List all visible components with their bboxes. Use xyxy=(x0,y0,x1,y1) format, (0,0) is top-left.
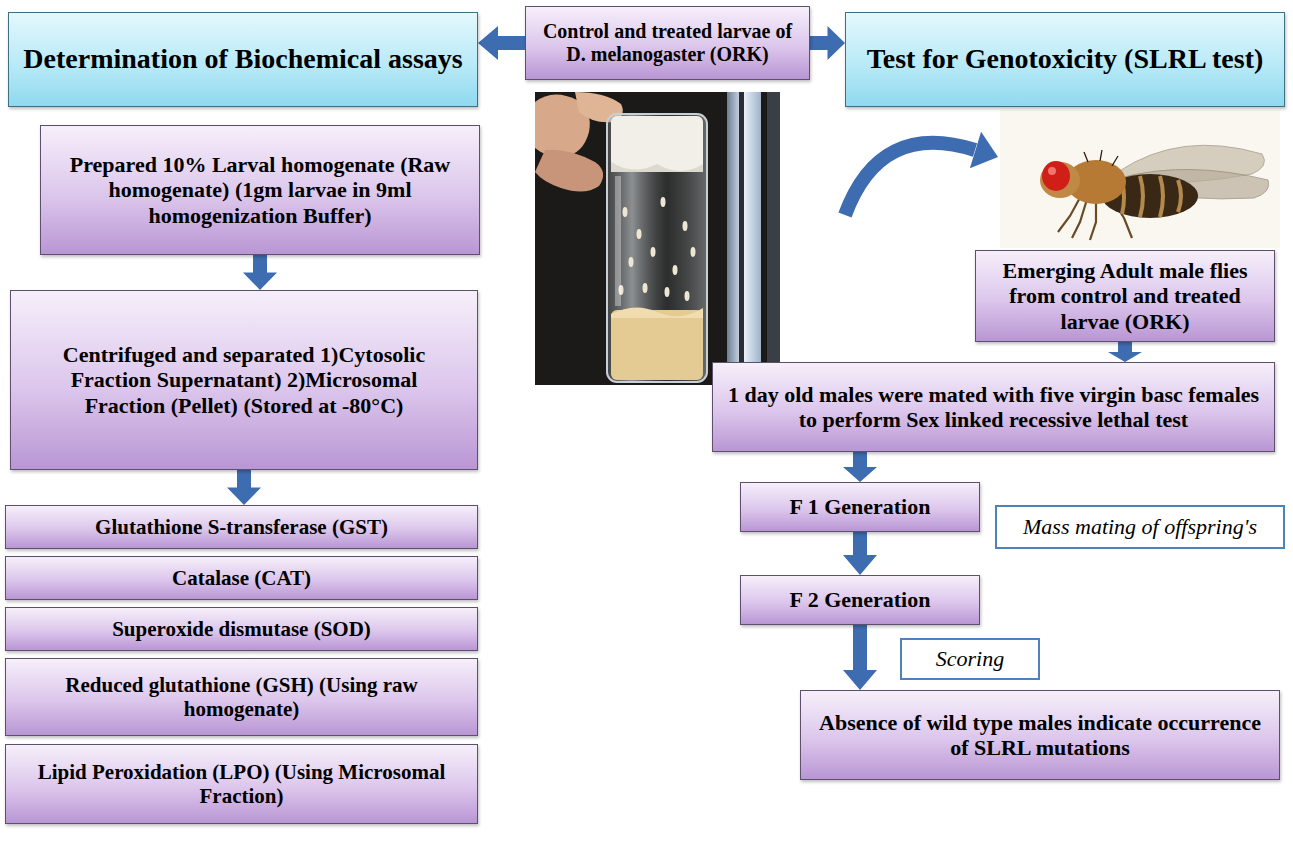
fly-head xyxy=(1040,162,1080,198)
vial-glass xyxy=(607,114,707,382)
box-text: 1 day old males were mated with five vir… xyxy=(723,382,1264,433)
process-box: F 1 Generation xyxy=(740,482,980,532)
process-box: Catalase (CAT) xyxy=(5,556,478,600)
box-text: Test for Genotoxicity (SLRL test) xyxy=(867,43,1264,75)
process-box: Lipid Peroxidation (LPO) (Using Microsom… xyxy=(5,744,478,824)
box-text: Centrifuged and separated 1)Cytosolic Fr… xyxy=(61,342,427,418)
glass-highlight xyxy=(615,176,621,306)
box-text: Emerging Adult male flies from control a… xyxy=(986,258,1264,334)
box-text: Scoring xyxy=(936,646,1004,671)
box-text: F 1 Generation xyxy=(790,494,931,519)
box-text: Glutathione S-transferase (GST) xyxy=(95,515,388,539)
abdomen-bands xyxy=(1122,176,1181,217)
process-box: F 2 Generation xyxy=(740,575,980,625)
box-text: Determination of Biochemical assays xyxy=(23,43,462,75)
block-arrow xyxy=(478,26,525,60)
note-box: Mass mating of offspring's xyxy=(995,505,1285,549)
block-arrow xyxy=(227,470,261,505)
fly-food xyxy=(611,310,703,380)
food-surface xyxy=(611,307,703,318)
box-text: Superoxide dismutase (SOD) xyxy=(112,617,371,641)
eye-highlight xyxy=(1048,167,1056,175)
foam-plug xyxy=(611,116,703,172)
window-frame xyxy=(767,92,780,385)
box-text: Control and treated larvae of D. melanog… xyxy=(536,20,799,66)
block-arrow xyxy=(843,532,877,575)
box-text: Mass mating of offspring's xyxy=(1023,514,1257,539)
process-box: Superoxide dismutase (SOD) xyxy=(5,607,478,651)
process-box: Prepared 10% Larval homogenate (Raw homo… xyxy=(40,125,480,255)
block-arrow xyxy=(843,625,877,690)
process-box: Reduced glutathione (GSH) (Using raw hom… xyxy=(5,658,478,736)
block-arrow xyxy=(243,255,277,290)
photo-background xyxy=(535,92,780,385)
process-box: Emerging Adult male flies from control a… xyxy=(975,250,1275,342)
fly-eye xyxy=(1042,161,1070,191)
process-box: Control and treated larvae of D. melanog… xyxy=(525,6,810,80)
plug-edge xyxy=(611,162,703,172)
fruit-fly xyxy=(1000,110,1280,248)
header-box: Determination of Biochemical assays xyxy=(8,12,478,107)
fly-background xyxy=(1000,110,1280,248)
larvae xyxy=(619,197,696,301)
curved-arrow xyxy=(845,143,975,215)
block-arrow xyxy=(810,26,845,60)
box-text: Catalase (CAT) xyxy=(172,566,311,590)
header-box: Test for Genotoxicity (SLRL test) xyxy=(845,12,1285,107)
box-text: Prepared 10% Larval homogenate (Raw homo… xyxy=(51,152,469,228)
process-box: Glutathione S-transferase (GST) xyxy=(5,505,478,549)
box-text: Lipid Peroxidation (LPO) (Using Microsom… xyxy=(16,760,467,808)
block-arrow xyxy=(843,452,877,482)
fly-bristles xyxy=(1084,150,1118,166)
process-box: Centrifuged and separated 1)Cytosolic Fr… xyxy=(10,290,478,470)
process-box: 1 day old males were mated with five vir… xyxy=(712,362,1275,452)
finger xyxy=(535,150,603,192)
window-bar xyxy=(739,92,744,385)
note-box: Scoring xyxy=(900,638,1040,680)
curved-arrow-head xyxy=(970,132,998,168)
box-text: Absence of wild type males indicate occu… xyxy=(811,710,1269,761)
window-light xyxy=(727,92,761,385)
block-arrow xyxy=(1108,342,1142,362)
process-box: Absence of wild type males indicate occu… xyxy=(800,690,1280,780)
box-text: Reduced glutathione (GSH) (Using raw hom… xyxy=(16,673,467,721)
box-text: F 2 Generation xyxy=(790,587,931,612)
vial-photo xyxy=(535,92,780,385)
